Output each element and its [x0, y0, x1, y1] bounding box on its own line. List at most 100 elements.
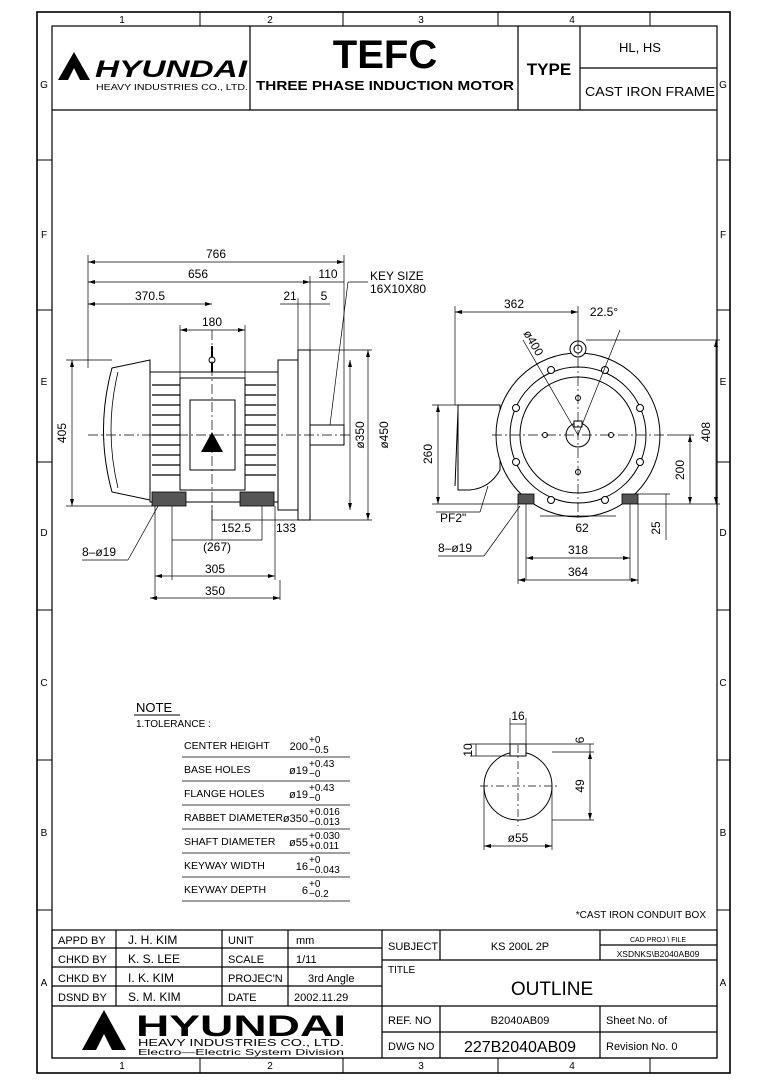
tolerance-lower: −0.043 [309, 865, 340, 876]
grid-row-label: G [40, 80, 48, 91]
tolerance-label: BASE HOLES [184, 764, 251, 776]
tb-value: 3rd Angle [308, 973, 354, 985]
tolerance-upper: +0.030 [309, 831, 340, 842]
tb-field: PROJEC'N [228, 973, 283, 985]
tolerance-nominal: ø55 [289, 837, 308, 849]
note-subtitle: 1.TOLERANCE : [136, 719, 211, 730]
dim-height-408: 408 [699, 422, 713, 442]
tb-name: I. K. KIM [128, 971, 174, 985]
tolerance-nominal: ø19 [289, 789, 308, 801]
frame-material: CAST IRON FRAME [585, 84, 715, 99]
dim-133: 133 [276, 521, 296, 535]
tb-value: 2002.11.29 [294, 992, 348, 1004]
tolerance-nominal: 200 [290, 741, 308, 753]
footer-company-name: HYUNDAI [136, 1010, 346, 1043]
header-block: HYUNDAI HEAVY INDUSTRIES CO., LTD. TEFC … [52, 26, 717, 111]
tolerance-nominal: ø350 [283, 813, 308, 825]
company-subtitle: HEAVY INDUSTRIES CO., LTD. [96, 82, 248, 92]
tb-role: CHKD BY [58, 973, 108, 985]
hyundai-logo-icon [82, 1010, 126, 1050]
dim-key-height: 10 [461, 743, 475, 757]
dwg-label: DWG NO [388, 1041, 435, 1053]
tb-field: UNIT [228, 935, 254, 947]
tolerance-upper: +0 [309, 855, 321, 866]
grid-row-label: D [719, 528, 726, 539]
tb-role: APPD BY [58, 935, 106, 947]
dim-152-5: 152.5 [221, 521, 251, 535]
tolerance-row: SHAFT DIAMETER ø55+0.030+0.011 [182, 831, 350, 854]
sheet-label: Sheet No. of [606, 1015, 668, 1027]
tolerance-lower: +0.011 [309, 841, 340, 852]
tolerance-upper: +0.43 [309, 783, 335, 794]
dim-rabbet-diameter: ø350 [353, 421, 367, 449]
type-value: HL, HS [619, 40, 661, 55]
grid-row-label: D [40, 528, 47, 539]
motor-title: THREE PHASE INDUCTION MOTOR [256, 78, 515, 93]
dim-5: 5 [321, 289, 328, 303]
tolerance-label: KEYWAY DEPTH [184, 884, 266, 896]
tolerance-lower: −0.013 [309, 817, 340, 828]
grid-col-label: 4 [569, 1061, 575, 1072]
tolerance-label: CENTER HEIGHT [184, 740, 270, 752]
dim-21: 21 [283, 289, 297, 303]
dim-shaft-110: 110 [318, 267, 337, 281]
tolerance-lower: −0 [309, 769, 321, 780]
dim-height-260: 260 [421, 444, 435, 464]
footer-company-subtitle: HEAVY INDUSTRIES CO., LTD. [138, 1038, 344, 1049]
grid-col-label: 3 [418, 1061, 424, 1072]
tb-name: K. S. LEE [128, 952, 180, 966]
dim-height-200: 200 [673, 460, 687, 480]
footer-division: Electro—Electric System Division [138, 1047, 344, 1057]
grid-row-label: B [41, 828, 48, 839]
dim-overall-length: 766 [206, 247, 226, 261]
tolerance-upper: +0.016 [309, 807, 340, 818]
dim-370-5: 370.5 [135, 289, 165, 303]
tolerance-label: SHAFT DIAMETER [184, 836, 276, 848]
grid-row-label: A [720, 978, 727, 989]
side-view-drawing: 766 656 110 21 5 370.5 180 405 ø350 ø450… [55, 247, 426, 600]
drawing-title: OUTLINE [511, 979, 593, 1000]
dim-base-holes: 8–ø19 [82, 545, 116, 559]
revision-label: Revision No. 0 [606, 1041, 678, 1053]
tb-field: DATE [228, 992, 257, 1004]
grid-col-label: 4 [569, 15, 575, 26]
grid-row-label: B [720, 828, 727, 839]
subject-value: KS 200L 2P [491, 941, 549, 953]
dim-362: 362 [504, 297, 524, 311]
grid-row-label: A [41, 978, 48, 989]
grid-col-label: 2 [267, 1061, 273, 1072]
dim-angle: 22.5° [590, 305, 618, 319]
tolerance-lower: −0.2 [309, 889, 329, 900]
title-block: APPD BY J. H. KIM UNIT mm CHKD BY K. S. … [51, 929, 718, 1059]
dim-pf: PF2" [440, 511, 466, 525]
dim-305: 305 [205, 562, 225, 576]
dim-key-width: 16 [511, 709, 525, 723]
tb-role: CHKD BY [58, 954, 108, 966]
dim-350: 350 [205, 584, 225, 598]
shaft-section-drawing: 16 10 6 49 ø55 [461, 709, 594, 850]
tb-value: mm [296, 935, 314, 947]
dim-25: 25 [649, 521, 663, 535]
grid-row-label: C [40, 678, 47, 689]
cad-label: CAD PROJ \ FILE [630, 937, 686, 944]
hyundai-logo-icon [58, 52, 90, 80]
tolerance-lower: −0 [309, 793, 321, 804]
dim-180: 180 [202, 315, 222, 329]
dim-flange-diameter: ø450 [377, 421, 391, 449]
dwg-number: 227B2040AB09 [464, 1039, 576, 1056]
type-label: TYPE [527, 60, 571, 79]
grid-row-label: E [720, 377, 727, 388]
tolerance-label: KEYWAY WIDTH [184, 860, 265, 872]
grid-col-label: 1 [119, 1061, 125, 1072]
grid-row-label: F [720, 230, 726, 241]
tolerance-upper: +0 [309, 879, 321, 890]
grid-col-label: 3 [418, 15, 424, 26]
cad-value: XSDNKS\B2040AB09 [617, 949, 700, 959]
